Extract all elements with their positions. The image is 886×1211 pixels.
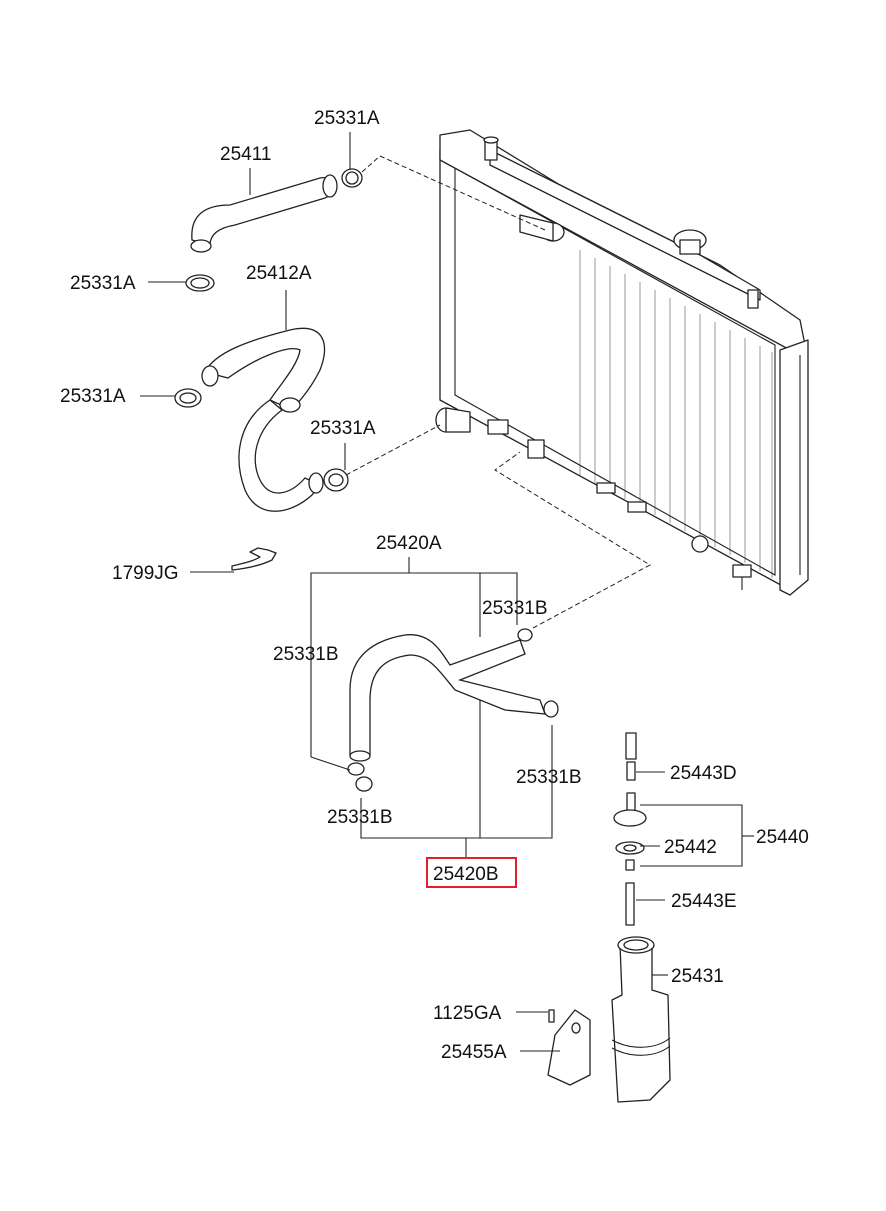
label-25420a: 25420A: [376, 533, 442, 554]
hose-clamp-4: [323, 468, 349, 492]
label-25331a-top: 25331A: [314, 108, 380, 129]
label-25455a: 25455A: [441, 1042, 507, 1063]
radiator-assembly: [435, 129, 809, 596]
hose-clamp-2: [185, 274, 215, 292]
label-25440: 25440: [756, 827, 809, 848]
hose-clamp-7: [347, 762, 365, 776]
oil-cooler-hose: [349, 634, 546, 762]
hose-clamp-6: [543, 700, 559, 718]
label-25331a-lower: 25331A: [310, 418, 376, 439]
hose-clamp-8: [355, 776, 373, 792]
radiator-core-fins: [579, 250, 773, 578]
label-25443d: 25443D: [670, 763, 737, 784]
hose-clamp-1: [341, 168, 363, 188]
label-25331b-left: 25331B: [273, 644, 339, 665]
label-25420b: 25420B: [433, 864, 499, 885]
label-25331b-bottom: 25331B: [327, 807, 393, 828]
reservoir-assembly: [611, 732, 671, 1103]
label-1125ga: 1125GA: [433, 1003, 502, 1024]
label-25331b-right: 25331B: [516, 767, 582, 788]
label-25331a-left: 25331A: [70, 273, 136, 294]
leader-lines: [140, 132, 754, 1052]
label-25331b-upper-right: 25331B: [482, 598, 548, 619]
connection-lines: [345, 155, 652, 629]
label-25443e: 25443E: [671, 891, 737, 912]
label-25442: 25442: [664, 837, 717, 858]
highlight-box-25420b: [426, 857, 517, 888]
hose-clamp-3: [174, 388, 202, 408]
wire-clip: [231, 547, 277, 571]
label-25412a: 25412A: [246, 263, 312, 284]
part-labels: 25331A 25411 25331A 25412A 25331A 25331A…: [60, 108, 809, 1063]
label-25411: 25411: [220, 144, 271, 165]
hose-clamp-5: [517, 628, 533, 642]
bracket-bolt: [548, 1009, 555, 1023]
label-25431: 25431: [671, 966, 724, 987]
upper-radiator-hose: [190, 174, 338, 253]
label-1799jg: 1799JG: [112, 563, 179, 584]
label-25331a-mid: 25331A: [60, 386, 126, 407]
lower-radiator-hose: [201, 327, 326, 512]
reservoir-bracket: [547, 1009, 591, 1086]
